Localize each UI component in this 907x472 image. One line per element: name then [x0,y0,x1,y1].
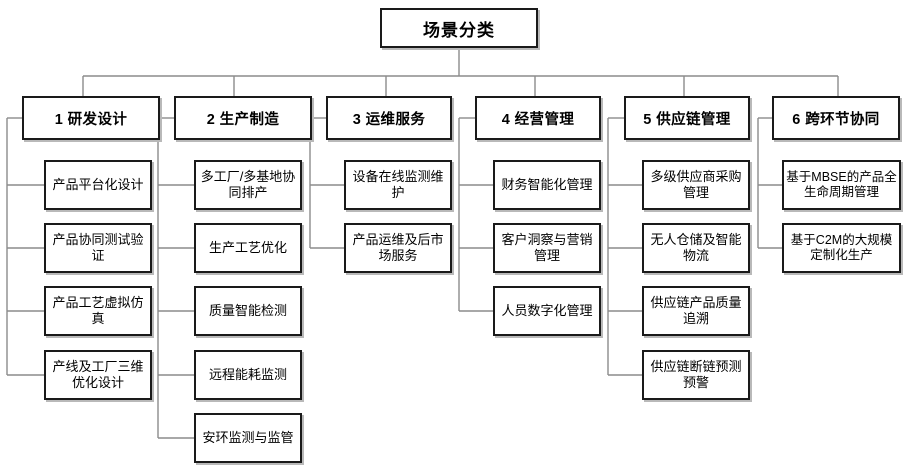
leaf-1-2[interactable]: 产品协同测试验证 [44,223,152,273]
root-node-label: 场景分类 [423,20,495,40]
branch-header-2-label: 2 生产制造 [206,111,280,128]
root-node[interactable]: 场景分类 [380,8,538,48]
leaf-5-2[interactable]: 无人仓储及智能物流 [642,223,750,273]
leaf-6-1-label: 基于MBSE的产品全生命周期管理 [786,170,897,199]
leaf-3-1[interactable]: 设备在线监测维护 [344,160,452,210]
branch-header-4[interactable]: 4 经营管理 [475,96,601,140]
leaf-1-3[interactable]: 产品工艺虚拟仿真 [44,286,152,336]
leaf-2-4-label: 远程能耗监测 [208,367,287,383]
leaf-4-3-label: 人员数字化管理 [501,303,593,319]
leaf-1-2-label: 产品协同测试验证 [52,232,144,263]
leaf-2-2[interactable]: 生产工艺优化 [194,223,302,273]
leaf-4-1[interactable]: 财务智能化管理 [493,160,601,210]
leaf-5-2-label: 无人仓储及智能物流 [650,232,742,263]
branch-header-2[interactable]: 2 生产制造 [174,96,312,140]
leaf-5-4[interactable]: 供应链断链预测预警 [642,350,750,400]
branch-header-1[interactable]: 1 研发设计 [22,96,160,140]
branch-header-6[interactable]: 6 跨环节协同 [772,96,900,140]
leaf-2-5-label: 安环监测与监管 [202,430,294,446]
leaf-6-2-label: 基于C2M的大规模定制化生产 [790,233,893,262]
branch-header-3-label: 3 运维服务 [352,111,426,128]
leaf-2-1-label: 多工厂/多基地协同排产 [200,169,296,200]
leaf-1-4-label: 产线及工厂三维优化设计 [52,359,144,390]
leaf-4-2[interactable]: 客户洞察与营销管理 [493,223,601,273]
leaf-3-1-label: 设备在线监测维护 [352,169,444,200]
leaf-1-4[interactable]: 产线及工厂三维优化设计 [44,350,152,400]
leaf-4-1-label: 财务智能化管理 [501,177,593,193]
leaf-6-1[interactable]: 基于MBSE的产品全生命周期管理 [782,160,901,210]
leaf-1-1[interactable]: 产品平台化设计 [44,160,152,210]
leaf-2-4[interactable]: 远程能耗监测 [194,350,302,400]
leaf-2-3[interactable]: 质量智能检测 [194,286,302,336]
leaf-5-3[interactable]: 供应链产品质量追溯 [642,286,750,336]
branch-header-6-label: 6 跨环节协同 [792,111,880,128]
leaf-5-4-label: 供应链断链预测预警 [650,359,742,390]
leaf-2-3-label: 质量智能检测 [208,303,287,319]
branch-header-5-label: 5 供应链管理 [643,111,731,128]
leaf-4-2-label: 客户洞察与营销管理 [501,232,593,263]
leaf-2-5[interactable]: 安环监测与监管 [194,413,302,463]
branch-header-3[interactable]: 3 运维服务 [326,96,452,140]
leaf-3-2-label: 产品运维及后市场服务 [352,232,444,263]
leaf-1-1-label: 产品平台化设计 [52,177,144,193]
leaf-1-3-label: 产品工艺虚拟仿真 [52,295,144,326]
branch-header-5[interactable]: 5 供应链管理 [624,96,750,140]
leaf-2-1[interactable]: 多工厂/多基地协同排产 [194,160,302,210]
leaf-3-2[interactable]: 产品运维及后市场服务 [344,223,452,273]
branch-header-4-label: 4 经营管理 [501,111,575,128]
leaf-4-3[interactable]: 人员数字化管理 [493,286,601,336]
leaf-5-3-label: 供应链产品质量追溯 [650,295,742,326]
branch-header-1-label: 1 研发设计 [54,111,128,128]
leaf-5-1-label: 多级供应商采购管理 [650,169,742,200]
leaf-2-2-label: 生产工艺优化 [208,240,287,256]
leaf-6-2[interactable]: 基于C2M的大规模定制化生产 [782,223,901,273]
leaf-5-1[interactable]: 多级供应商采购管理 [642,160,750,210]
